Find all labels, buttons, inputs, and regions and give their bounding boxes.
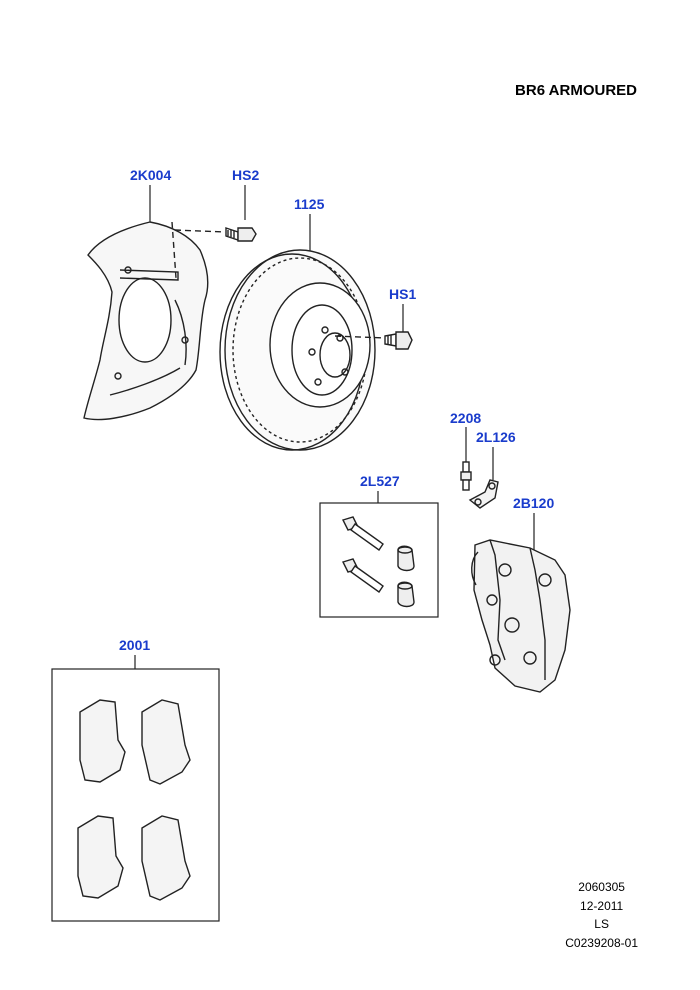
bleed-screw-icon [460, 461, 472, 491]
drawing-date: 12-2011 [580, 898, 624, 913]
diagram-title: BR6 ARMOURED [515, 82, 637, 99]
callout-2l126: 2L126 [476, 429, 516, 445]
callout-2k004: 2K004 [130, 167, 172, 183]
drawing-number: 2060305 [578, 880, 625, 894]
caliper-icon [471, 539, 571, 693]
drawing-code: LS [594, 917, 609, 931]
bracket-icon [468, 479, 499, 509]
callout-hs1: HS1 [389, 286, 417, 302]
callout-1125: 1125 [294, 196, 325, 212]
brake-pad-icon [77, 699, 191, 901]
drawing-id: C0239208-01 [565, 935, 638, 950]
brake-disc-icon [219, 249, 386, 451]
callout-2b120: 2B120 [513, 495, 555, 511]
pin-kit-frame [319, 502, 439, 618]
callout-2208: 2208 [450, 410, 482, 426]
callout-hs2: HS2 [232, 167, 260, 183]
leader-lines [134, 185, 535, 669]
callout-2001: 2001 [119, 637, 151, 653]
bolt-hs2-icon [225, 227, 257, 242]
pad-set-frame [51, 668, 220, 922]
guide-pin-icon [342, 516, 384, 593]
drawing-reference-block: 2060305 12-2011 LS C0239208-01 [565, 878, 638, 952]
callout-2l527: 2L527 [360, 473, 400, 489]
dust-shield-icon [83, 221, 226, 421]
bolt-hs1-icon [384, 331, 413, 350]
bushing-icon [397, 545, 415, 608]
